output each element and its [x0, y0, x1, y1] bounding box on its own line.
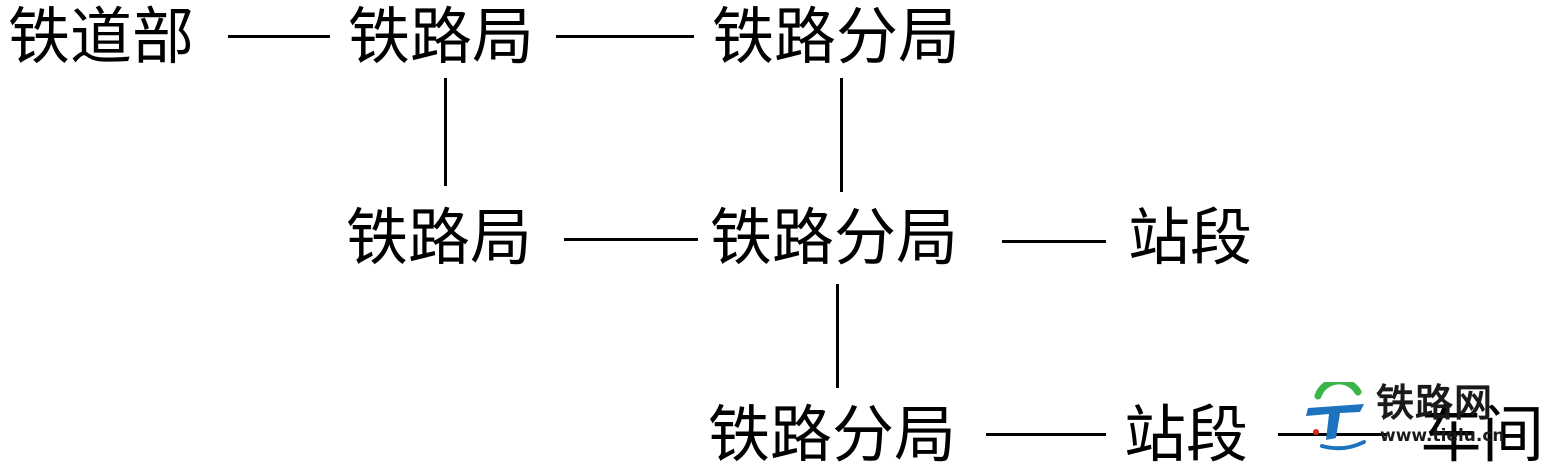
node-workshop-partial: 车间 [1420, 398, 1545, 471]
connector-branch-vertical-lower [836, 284, 839, 388]
connector-ministry-bureau [228, 35, 330, 38]
tielu-logo-icon [1306, 382, 1366, 451]
connector-bureau-branch-top [556, 35, 694, 38]
connector-bureau-vertical [444, 78, 447, 186]
node-branch-bottom: 铁路分局 [708, 398, 957, 471]
watermark: 铁路网 www.tielu.cn [1300, 382, 1540, 454]
node-station-mid: 站段 [1128, 201, 1253, 274]
connector-branch-station-mid [1002, 240, 1106, 243]
node-branch-mid: 铁路分局 [710, 201, 959, 274]
node-bureau-mid: 铁路局 [346, 201, 533, 274]
node-ministry: 铁道部 [8, 0, 195, 73]
connector-branch-station-bottom [986, 433, 1106, 436]
watermark-name: 铁路网 [1376, 381, 1494, 425]
connector-bureau-branch-mid [564, 238, 698, 241]
node-station-bottom: 站段 [1124, 398, 1249, 471]
connector-branch-vertical-upper [840, 78, 843, 192]
watermark-url: www.tielu.cn [1380, 426, 1505, 446]
node-branch-top: 铁路分局 [712, 0, 961, 73]
node-bureau-top: 铁路局 [348, 0, 535, 73]
